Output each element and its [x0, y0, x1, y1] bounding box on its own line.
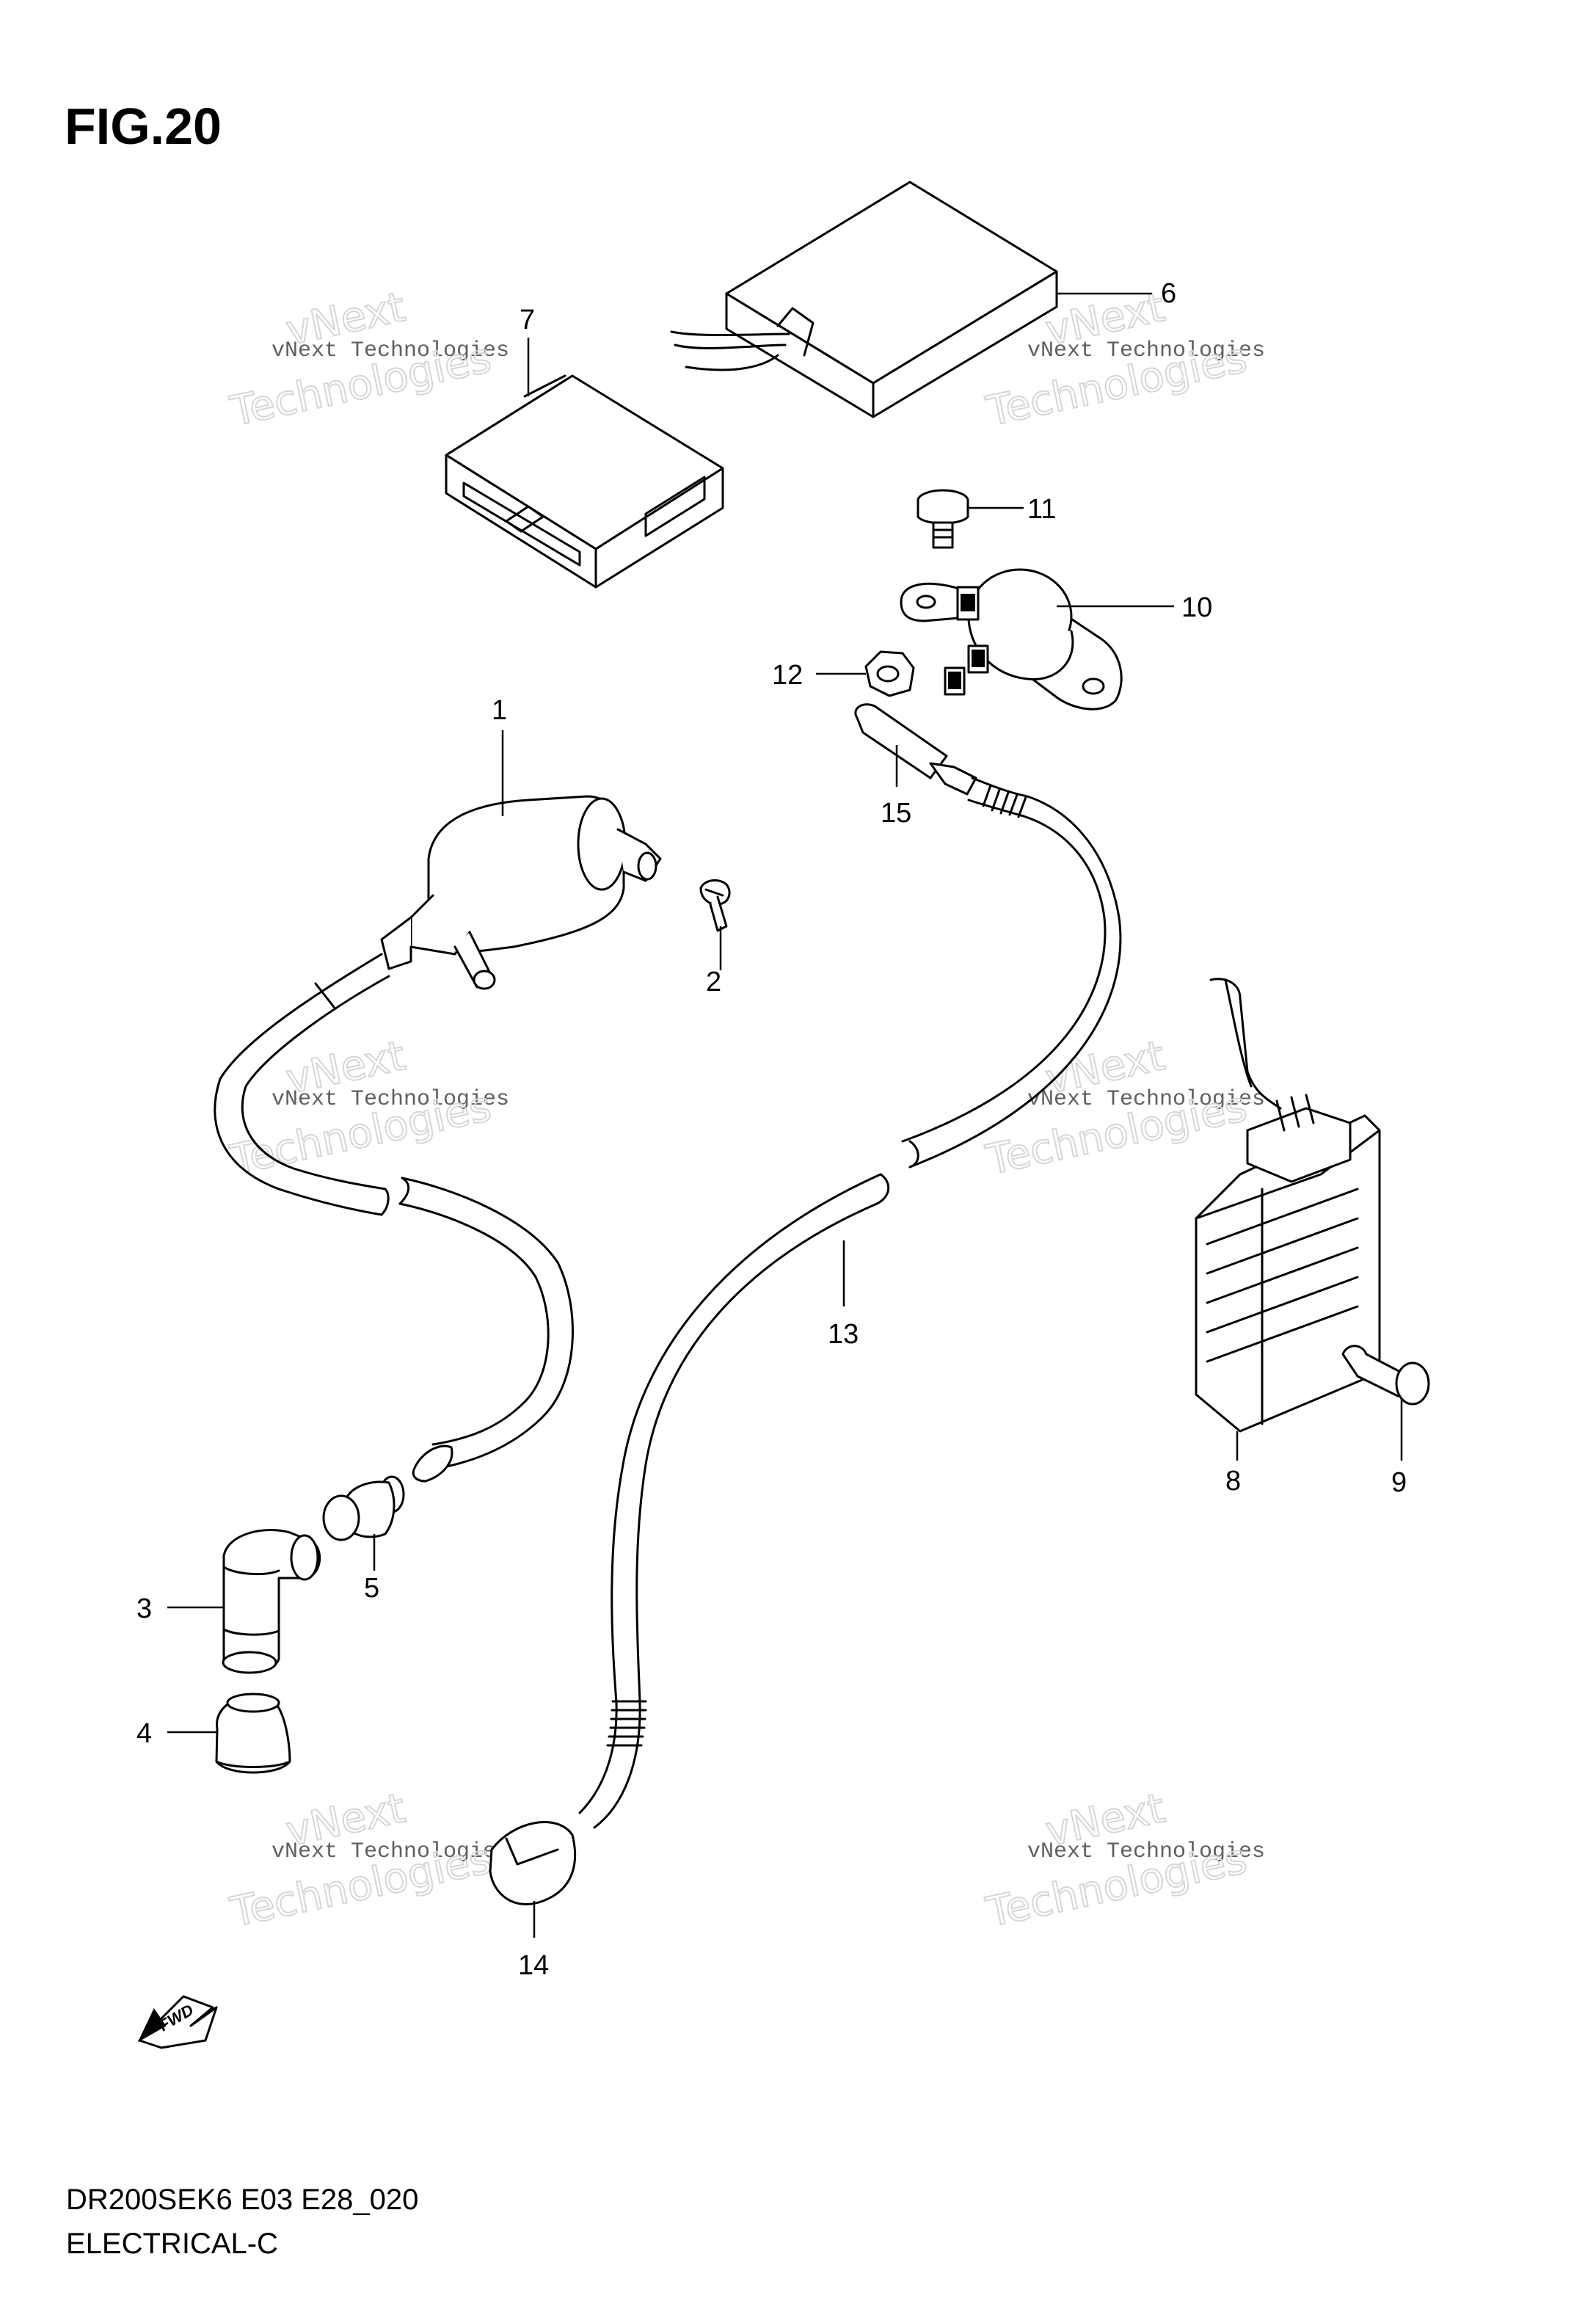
part-4-cover — [215, 1693, 291, 1774]
callout-13: 13 — [828, 1319, 859, 1350]
callout-14: 14 — [518, 1950, 549, 1981]
watermark-bottom-right: vNext vNext Technologies Technologies — [981, 1784, 1265, 1938]
part-5-seal — [322, 1475, 405, 1541]
callout-numbers: 1 2 3 4 5 6 7 8 9 10 11 12 13 14 15 — [136, 278, 1407, 1981]
part-8-regulator-rectifier — [1195, 978, 1381, 1433]
figure-title: FIG.20 — [65, 98, 222, 155]
part-11-bolt — [917, 489, 969, 549]
part-13-cable-lower — [578, 1140, 919, 1829]
callout-1: 1 — [492, 695, 507, 726]
high-tension-cord — [214, 953, 574, 1483]
part-3-plug-cap — [222, 1529, 321, 1674]
callout-7: 7 — [520, 305, 535, 335]
callout-11: 11 — [1027, 494, 1056, 525]
section-name: ELECTRICAL-C — [66, 2228, 278, 2260]
watermark-top-left: vNext vNext Technologies Technologies — [225, 283, 509, 437]
watermark-bottom-left: vNext vNext Technologies Technologies — [225, 1784, 509, 1938]
part-7-control-module — [445, 374, 724, 589]
callout-3: 3 — [136, 1593, 152, 1624]
part-6-cdi-unit — [670, 181, 1058, 418]
callout-6: 6 — [1161, 278, 1176, 309]
callout-5: 5 — [364, 1573, 379, 1604]
svg-text:vNext Technologies: vNext Technologies — [1027, 338, 1265, 363]
svg-text:vNext Technologies: vNext Technologies — [1027, 1087, 1265, 1112]
svg-text:vNext Technologies: vNext Technologies — [272, 338, 509, 363]
callout-8: 8 — [1225, 1466, 1241, 1497]
part-1-ignition-coil — [380, 795, 662, 990]
fwd-arrow-icon: FWD — [137, 1995, 218, 2049]
callout-9: 9 — [1391, 1467, 1407, 1498]
part-10-starter-relay — [900, 568, 1123, 710]
watermark-mid-left: vNext vNext Technologies Technologies — [225, 1031, 509, 1185]
svg-text:vNext Technologies: vNext Technologies — [1027, 1839, 1265, 1864]
callout-2: 2 — [706, 967, 721, 997]
callout-4: 4 — [136, 1718, 152, 1749]
callout-12: 12 — [772, 660, 803, 691]
callout-10: 10 — [1181, 592, 1212, 623]
part-2-screw — [699, 879, 731, 932]
svg-text:vNext Technologies: vNext Technologies — [272, 1839, 509, 1864]
callout-15: 15 — [881, 798, 911, 829]
part-15-terminal-cap — [854, 703, 977, 796]
part-13-cable-upper — [901, 777, 1122, 1168]
part-12-nut — [864, 650, 915, 697]
part-14-terminal-cap — [489, 1821, 577, 1905]
watermark-top-right: vNext vNext Technologies Technologies — [981, 283, 1265, 437]
watermark-mid-right: vNext vNext Technologies Technologies — [981, 1031, 1265, 1185]
svg-text:vNext Technologies: vNext Technologies — [272, 1087, 509, 1112]
model-code: DR200SEK6 E03 E28_020 — [66, 2184, 418, 2216]
part-9-bolt — [1341, 1345, 1430, 1406]
